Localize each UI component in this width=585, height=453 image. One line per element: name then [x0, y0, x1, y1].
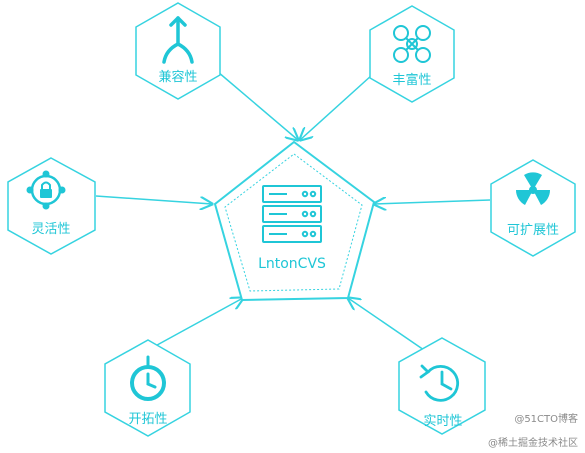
connector-realtime	[348, 298, 425, 351]
connector-openness	[147, 298, 243, 351]
hexagon-realtime	[398, 337, 486, 435]
watermark-line2: @稀土掘金技术社区	[488, 436, 578, 449]
hexagon-scalability	[490, 159, 576, 257]
connector-compatibility	[217, 71, 298, 140]
label-openness: 开拓性	[128, 412, 167, 427]
radiation-icon	[516, 172, 550, 205]
network-lock-icon	[26, 170, 66, 210]
label-compatibility: 兼容性	[158, 69, 197, 85]
merge-arrow-icon	[162, 16, 194, 64]
server-rack-icon	[262, 185, 322, 243]
feature-realtime: 实时性	[398, 337, 486, 435]
connector-flexibility	[95, 195, 212, 204]
connector-richness	[300, 74, 373, 140]
connector-scalability	[374, 200, 491, 204]
label-richness: 丰富性	[392, 72, 431, 88]
center-label: LntonCVS	[258, 256, 326, 272]
connector-lines	[95, 71, 491, 351]
center-pentagon-inner	[224, 153, 363, 292]
label-scalability: 可扩展性	[507, 223, 559, 238]
watermark: @51CTO博客 @稀土掘金技术社区	[488, 412, 578, 449]
feature-richness: 丰富性	[369, 5, 455, 103]
label-realtime: 实时性	[423, 414, 462, 429]
center-node: LntonCVS	[213, 140, 376, 302]
hexagon-richness	[369, 5, 455, 103]
watermark-line1: @51CTO博客	[514, 412, 578, 425]
feature-scalability: 可扩展性	[490, 159, 576, 257]
feature-compatibility: 兼容性	[135, 2, 221, 100]
hexagon-compatibility	[135, 2, 221, 100]
feature-flexibility: 灵活性	[7, 157, 96, 255]
flower-pattern-icon	[393, 25, 431, 63]
label-flexibility: 灵活性	[31, 222, 70, 237]
hexagon-openness	[104, 339, 191, 437]
history-clock-icon	[419, 364, 460, 402]
feature-openness: 开拓性	[104, 339, 191, 437]
power-icon	[130, 355, 166, 401]
hexagon-flexibility	[7, 157, 96, 255]
